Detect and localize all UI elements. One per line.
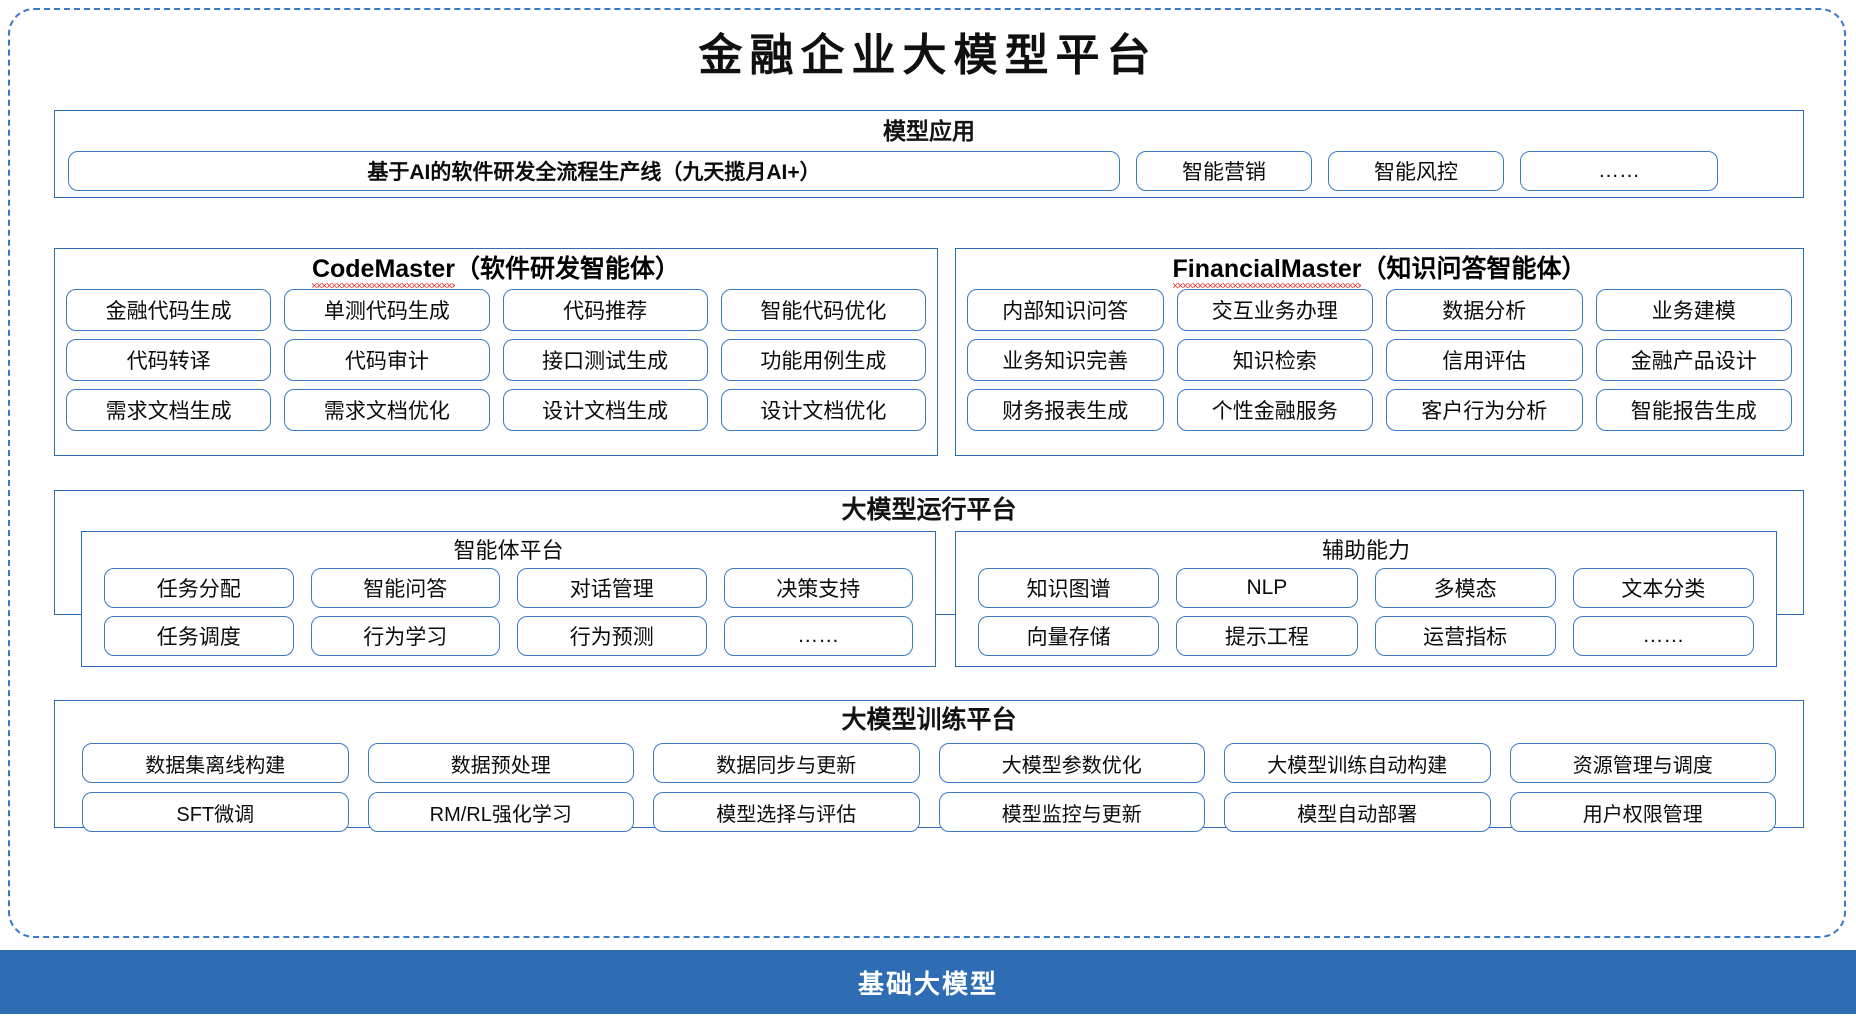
financialmaster-item-10[interactable]: 个性金融服务 [1176, 389, 1373, 431]
training-item-10[interactable]: 模型监控与更新 [938, 792, 1205, 832]
financialmaster-item-9[interactable]: 财务报表生成 [967, 389, 1164, 431]
agent-platform-item-1[interactable]: 任务分配 [104, 568, 294, 608]
financialmaster-heading: FinancialMaster（知识问答智能体） [956, 253, 1803, 288]
training-platform-grid: 数据集离线构建 数据预处理 数据同步与更新 大模型参数优化 大模型训练自动构建 … [82, 743, 1776, 832]
runtime-platform-columns: 智能体平台 任务分配 智能问答 对话管理 决策支持 任务调度 行为学习 行为预测… [81, 531, 1777, 667]
training-item-4[interactable]: 大模型参数优化 [938, 743, 1205, 783]
agent-platform-item-2[interactable]: 智能问答 [310, 568, 500, 608]
foundation-model-label: 基础大模型 [857, 968, 998, 999]
codemaster-item-10[interactable]: 需求文档优化 [284, 389, 490, 431]
codemaster-item-4[interactable]: 智能代码优化 [720, 289, 926, 331]
app-item-more[interactable]: …… [1520, 151, 1718, 191]
training-item-2[interactable]: 数据预处理 [367, 743, 634, 783]
training-item-8[interactable]: RM/RL强化学习 [367, 792, 634, 832]
auxiliary-item-2[interactable]: NLP [1176, 568, 1358, 608]
foundation-model-bar: 基础大模型 [0, 950, 1856, 1014]
financialmaster-item-6[interactable]: 知识检索 [1176, 339, 1373, 381]
page-title: 金融企业大模型平台 [698, 31, 1158, 80]
auxiliary-item-5[interactable]: 向量存储 [978, 616, 1160, 656]
codemaster-capability-grid: 金融代码生成 单测代码生成 代码推荐 智能代码优化 代码转译 代码审计 接口测试… [66, 289, 926, 431]
diagram-outer-frame [8, 8, 1846, 938]
training-item-7[interactable]: SFT微调 [82, 792, 349, 832]
financialmaster-item-8[interactable]: 金融产品设计 [1595, 339, 1792, 381]
codemaster-item-1[interactable]: 金融代码生成 [66, 289, 272, 331]
app-item-risk-control[interactable]: 智能风控 [1328, 151, 1504, 191]
training-item-11[interactable]: 模型自动部署 [1224, 792, 1491, 832]
training-item-9[interactable]: 模型选择与评估 [653, 792, 920, 832]
codemaster-item-2[interactable]: 单测代码生成 [284, 289, 490, 331]
codemaster-heading: CodeMaster（软件研发智能体） [55, 253, 937, 288]
app-item-pipeline[interactable]: 基于AI的软件研发全流程生产线（九天揽月AI+） [68, 151, 1120, 191]
section-codemaster: CodeMaster（软件研发智能体） 金融代码生成 单测代码生成 代码推荐 智… [54, 248, 938, 456]
subpanel-auxiliary-capability-grid: 知识图谱 NLP 多模态 文本分类 向量存储 提示工程 运营指标 …… [978, 568, 1754, 656]
agent-platform-item-5[interactable]: 任务调度 [104, 616, 294, 656]
auxiliary-item-7[interactable]: 运营指标 [1374, 616, 1556, 656]
financialmaster-capability-grid: 内部知识问答 交互业务办理 数据分析 业务建模 业务知识完善 知识检索 信用评估… [967, 289, 1792, 431]
codemaster-name: CodeMaster [311, 255, 456, 288]
codemaster-item-6[interactable]: 代码审计 [284, 339, 490, 381]
codemaster-item-9[interactable]: 需求文档生成 [66, 389, 272, 431]
app-item-marketing[interactable]: 智能营销 [1136, 151, 1312, 191]
financialmaster-item-1[interactable]: 内部知识问答 [967, 289, 1164, 331]
codemaster-item-7[interactable]: 接口测试生成 [502, 339, 708, 381]
section-training-platform: 大模型训练平台 数据集离线构建 数据预处理 数据同步与更新 大模型参数优化 大模… [54, 700, 1804, 832]
financialmaster-item-12[interactable]: 智能报告生成 [1595, 389, 1792, 431]
training-item-1[interactable]: 数据集离线构建 [82, 743, 349, 783]
financialmaster-subtitle: （知识问答智能体） [1361, 255, 1587, 283]
subpanel-agent-platform-title: 智能体平台 [453, 538, 564, 563]
agent-platform-item-4[interactable]: 决策支持 [723, 568, 913, 608]
financialmaster-item-4[interactable]: 业务建模 [1595, 289, 1792, 331]
section-runtime-platform-title: 大模型运行平台 [841, 496, 1017, 524]
section-model-application: 模型应用 基于AI的软件研发全流程生产线（九天揽月AI+） 智能营销 智能风控 … [54, 110, 1804, 198]
agent-platform-item-3[interactable]: 对话管理 [517, 568, 707, 608]
codemaster-subtitle: （软件研发智能体） [455, 255, 681, 283]
agent-platform-item-6[interactable]: 行为学习 [310, 616, 500, 656]
codemaster-item-3[interactable]: 代码推荐 [502, 289, 708, 331]
financialmaster-item-3[interactable]: 数据分析 [1386, 289, 1583, 331]
codemaster-item-12[interactable]: 设计文档优化 [720, 389, 926, 431]
agent-platform-item-more[interactable]: …… [723, 616, 913, 656]
training-item-3[interactable]: 数据同步与更新 [653, 743, 920, 783]
subpanel-agent-platform: 智能体平台 任务分配 智能问答 对话管理 决策支持 任务调度 行为学习 行为预测… [81, 531, 936, 667]
codemaster-item-11[interactable]: 设计文档生成 [502, 389, 708, 431]
financialmaster-item-7[interactable]: 信用评估 [1386, 339, 1583, 381]
codemaster-item-8[interactable]: 功能用例生成 [720, 339, 926, 381]
training-item-12[interactable]: 用户权限管理 [1509, 792, 1776, 832]
financialmaster-item-2[interactable]: 交互业务办理 [1176, 289, 1373, 331]
subpanel-auxiliary-capability: 辅助能力 知识图谱 NLP 多模态 文本分类 向量存储 提示工程 运营指标 …… [955, 531, 1777, 667]
auxiliary-item-4[interactable]: 文本分类 [1572, 568, 1754, 608]
training-item-5[interactable]: 大模型训练自动构建 [1224, 743, 1491, 783]
auxiliary-item-6[interactable]: 提示工程 [1176, 616, 1358, 656]
model-application-items: 基于AI的软件研发全流程生产线（九天揽月AI+） 智能营销 智能风控 …… [68, 151, 1790, 191]
section-runtime-platform: 大模型运行平台 智能体平台 任务分配 智能问答 对话管理 决策支持 任务调度 行… [54, 490, 1804, 667]
subpanel-auxiliary-capability-title: 辅助能力 [1321, 538, 1410, 563]
auxiliary-item-3[interactable]: 多模态 [1374, 568, 1556, 608]
section-financialmaster: FinancialMaster（知识问答智能体） 内部知识问答 交互业务办理 数… [955, 248, 1804, 456]
financialmaster-name: FinancialMaster [1172, 255, 1362, 288]
financialmaster-item-5[interactable]: 业务知识完善 [967, 339, 1164, 381]
subpanel-agent-platform-grid: 任务分配 智能问答 对话管理 决策支持 任务调度 行为学习 行为预测 …… [104, 568, 913, 656]
section-model-application-title: 模型应用 [883, 118, 975, 144]
agent-platform-item-7[interactable]: 行为预测 [517, 616, 707, 656]
section-training-platform-title: 大模型训练平台 [841, 706, 1017, 734]
auxiliary-item-1[interactable]: 知识图谱 [978, 568, 1160, 608]
training-item-6[interactable]: 资源管理与调度 [1509, 743, 1776, 783]
financialmaster-item-11[interactable]: 客户行为分析 [1386, 389, 1583, 431]
codemaster-item-5[interactable]: 代码转译 [66, 339, 272, 381]
auxiliary-item-more[interactable]: …… [1572, 616, 1754, 656]
